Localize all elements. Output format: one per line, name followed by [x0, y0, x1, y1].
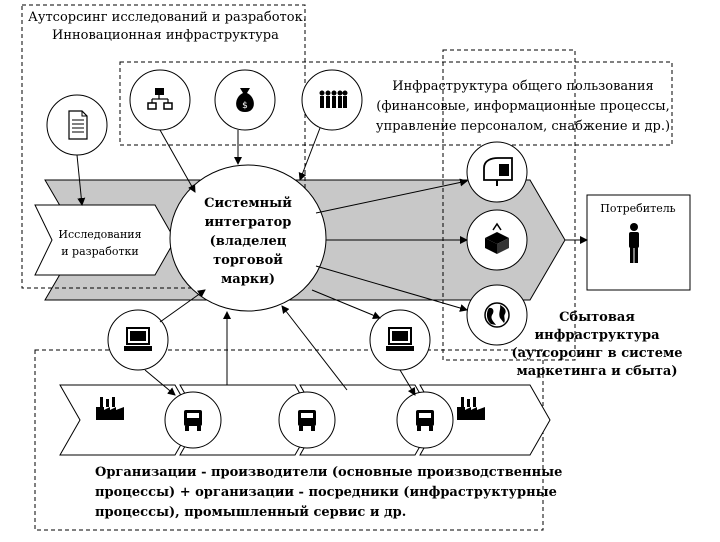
producers-region [34, 349, 544, 531]
arrow-chain-to-integrator [281, 305, 348, 391]
rnd-outsourcing-region [21, 4, 306, 289]
system-integrator-node [169, 164, 327, 312]
arrow-document-to-rnd [76, 154, 86, 206]
box-icon [485, 222, 509, 254]
arrow-people-to-integrator [298, 127, 321, 181]
public-infra-label-line2: (финансовые, информационные процессы, [376, 99, 670, 114]
money-bag-icon: $ [236, 88, 254, 112]
truck-icon [298, 410, 316, 431]
sales-infra-line2: инфраструктура [534, 328, 660, 343]
rnd-outsourcing-label-line1: Аутсорсинг исследований и разработок. [28, 10, 307, 25]
arrow-network-to-integrator [159, 129, 196, 193]
arrow-integrator-to-globe [315, 265, 468, 312]
factory-icon [457, 397, 485, 420]
sales-infra-line1: Сбытовая [559, 310, 635, 325]
rnd-block [34, 204, 176, 276]
producers-label-line2: процессы) + организации - посредники (ин… [95, 485, 557, 500]
system-integrator-line4: торговой [213, 253, 283, 268]
public-infrastructure-region [119, 61, 673, 146]
computer-icon [386, 327, 414, 351]
factory-icon [96, 397, 124, 420]
producers-label-line3: процессы), промышленный сервис и др. [95, 505, 406, 520]
system-integrator-line2: интегратор [205, 215, 292, 230]
arrow-integrator-to-computer-right [311, 289, 381, 320]
arrow-computer-left-to-truck [144, 369, 176, 396]
public-infra-label-line3: управление персоналом, снабжение и др.) [376, 119, 670, 134]
arrow-integrator-to-mailbox [315, 178, 468, 214]
producers-label-line1: Организации - производители (основные пр… [95, 465, 562, 480]
system-integrator-line5: марки) [221, 272, 275, 287]
rnd-label-line2: и разработки [61, 245, 139, 258]
sales-infra-line3: (аутсорсинг в системе [511, 346, 682, 361]
network-icon [147, 88, 173, 110]
sales-infra-line4: маркетинга и сбыта) [516, 364, 677, 379]
rnd-label-line1: Исследования [58, 228, 141, 241]
document-icon [68, 110, 88, 140]
people-icon [319, 90, 348, 108]
truck-icon [416, 410, 434, 431]
globe-icon [484, 302, 510, 328]
svg-text:$: $ [242, 101, 248, 111]
arrow-computer-left-to-integrator [159, 289, 206, 323]
mailbox-icon [483, 157, 513, 186]
person-icon [629, 223, 639, 263]
computer-icon [124, 327, 152, 351]
system-integrator-line3: (владелец [210, 234, 287, 249]
network-circle [129, 69, 191, 131]
sales-infrastructure-region [442, 49, 576, 361]
consumer-label: Потребитель [600, 202, 675, 215]
arrow-computer-right-to-truck [399, 369, 416, 396]
mailbox-circle [466, 141, 528, 203]
producer-chevron-1 [59, 384, 196, 456]
rnd-outsourcing-label-line2: Инновационная инфраструктура [52, 28, 279, 43]
connector-arrows [76, 127, 588, 396]
system-integrator-line1: Системный [204, 196, 292, 211]
truck-icon [184, 410, 202, 431]
public-infra-label-line1: Инфраструктура общего пользования [392, 79, 653, 94]
